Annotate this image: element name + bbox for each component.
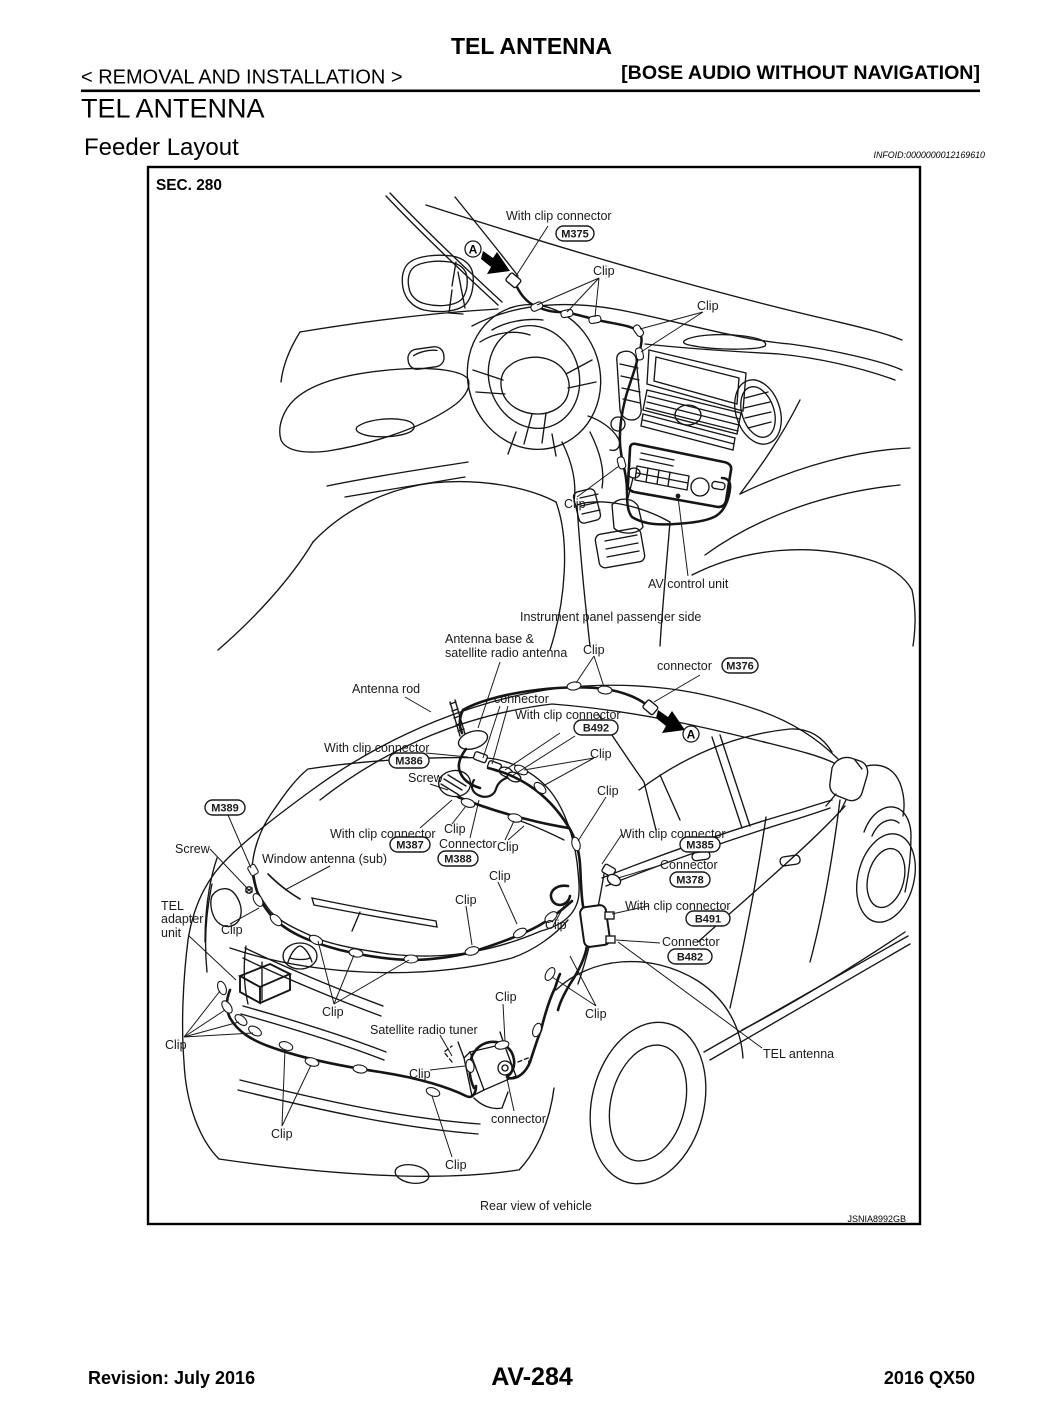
svg-text:Clip: Clip xyxy=(455,893,477,907)
svg-text:adapter: adapter xyxy=(161,912,203,926)
svg-text:TEL antenna: TEL antenna xyxy=(763,1047,834,1061)
svg-text:Antenna base &: Antenna base & xyxy=(445,632,535,646)
svg-text:M375: M375 xyxy=(561,229,589,241)
svg-text:connector: connector xyxy=(491,1112,546,1126)
svg-text:Clip: Clip xyxy=(593,264,615,278)
svg-text:Clip: Clip xyxy=(495,990,517,1004)
svg-text:With clip connector: With clip connector xyxy=(506,209,612,223)
svg-text:With clip connector: With clip connector xyxy=(515,708,621,722)
svg-text:B492: B492 xyxy=(583,723,609,735)
svg-text:INFOID:0000000012169610: INFOID:0000000012169610 xyxy=(873,150,985,160)
svg-text:Screw: Screw xyxy=(175,842,211,856)
svg-text:B482: B482 xyxy=(677,952,703,964)
svg-text:Rear view of vehicle: Rear view of vehicle xyxy=(480,1199,592,1213)
svg-text:Clip: Clip xyxy=(444,822,466,836)
svg-text:2016 QX50: 2016 QX50 xyxy=(884,1368,975,1388)
svg-text:Clip: Clip xyxy=(497,840,519,854)
svg-text:B491: B491 xyxy=(695,914,721,926)
svg-text:M389: M389 xyxy=(211,803,239,815)
svg-text:Antenna rod: Antenna rod xyxy=(352,682,420,696)
svg-text:connector: connector xyxy=(494,692,549,706)
svg-text:Connector: Connector xyxy=(662,935,720,949)
svg-text:Connector: Connector xyxy=(439,837,497,851)
svg-text:Clip: Clip xyxy=(590,747,612,761)
svg-text:Clip: Clip xyxy=(597,784,619,798)
svg-text:Clip: Clip xyxy=(564,497,586,511)
svg-text:Feeder Layout: Feeder Layout xyxy=(84,134,239,161)
svg-text:M378: M378 xyxy=(676,875,704,887)
svg-text:A: A xyxy=(687,728,696,742)
svg-text:A: A xyxy=(469,243,478,257)
svg-text:satellite radio antenna: satellite radio antenna xyxy=(445,646,567,660)
svg-text:Clip: Clip xyxy=(583,643,605,657)
svg-text:Clip: Clip xyxy=(409,1067,431,1081)
svg-text:M385: M385 xyxy=(686,840,714,852)
svg-text:AV control unit: AV control unit xyxy=(648,577,729,591)
svg-text:Clip: Clip xyxy=(545,918,567,932)
svg-text:SEC. 280: SEC. 280 xyxy=(156,177,222,194)
svg-text:Clip: Clip xyxy=(221,923,243,937)
svg-text:M386: M386 xyxy=(395,756,423,768)
svg-text:connector: connector xyxy=(657,659,712,673)
svg-text:Clip: Clip xyxy=(697,299,719,313)
svg-text:[BOSE AUDIO WITHOUT NAVIGATION: [BOSE AUDIO WITHOUT NAVIGATION] xyxy=(621,62,980,84)
svg-text:Clip: Clip xyxy=(165,1038,187,1052)
svg-text:Clip: Clip xyxy=(489,869,511,883)
svg-text:With clip connector: With clip connector xyxy=(625,899,731,913)
svg-text:Window antenna (sub): Window antenna (sub) xyxy=(262,852,387,866)
svg-text:Clip: Clip xyxy=(322,1005,344,1019)
svg-text:Instrument panel passenger sid: Instrument panel passenger side xyxy=(520,610,701,624)
svg-text:Clip: Clip xyxy=(271,1127,293,1141)
svg-text:Clip: Clip xyxy=(445,1158,467,1172)
svg-text:Satellite radio tuner: Satellite radio tuner xyxy=(370,1023,478,1037)
svg-text:unit: unit xyxy=(161,926,182,940)
svg-text:Revision: July 2016: Revision: July 2016 xyxy=(88,1368,255,1388)
svg-text:M388: M388 xyxy=(444,854,472,866)
svg-text:TEL ANTENNA: TEL ANTENNA xyxy=(451,33,612,59)
svg-text:M376: M376 xyxy=(726,661,754,673)
svg-text:AV-284: AV-284 xyxy=(491,1363,573,1391)
svg-text:With clip connector: With clip connector xyxy=(324,741,430,755)
svg-text:Screw: Screw xyxy=(408,771,444,785)
svg-text:Connector: Connector xyxy=(660,858,718,872)
svg-text:JSNIA8992GB: JSNIA8992GB xyxy=(847,1214,906,1224)
svg-text:TEL: TEL xyxy=(161,899,184,913)
svg-text:Clip: Clip xyxy=(585,1007,607,1021)
svg-text:TEL ANTENNA: TEL ANTENNA xyxy=(81,94,265,124)
svg-text:< REMOVAL AND INSTALLATION >: < REMOVAL AND INSTALLATION > xyxy=(81,67,403,89)
svg-text:M387: M387 xyxy=(396,840,424,852)
